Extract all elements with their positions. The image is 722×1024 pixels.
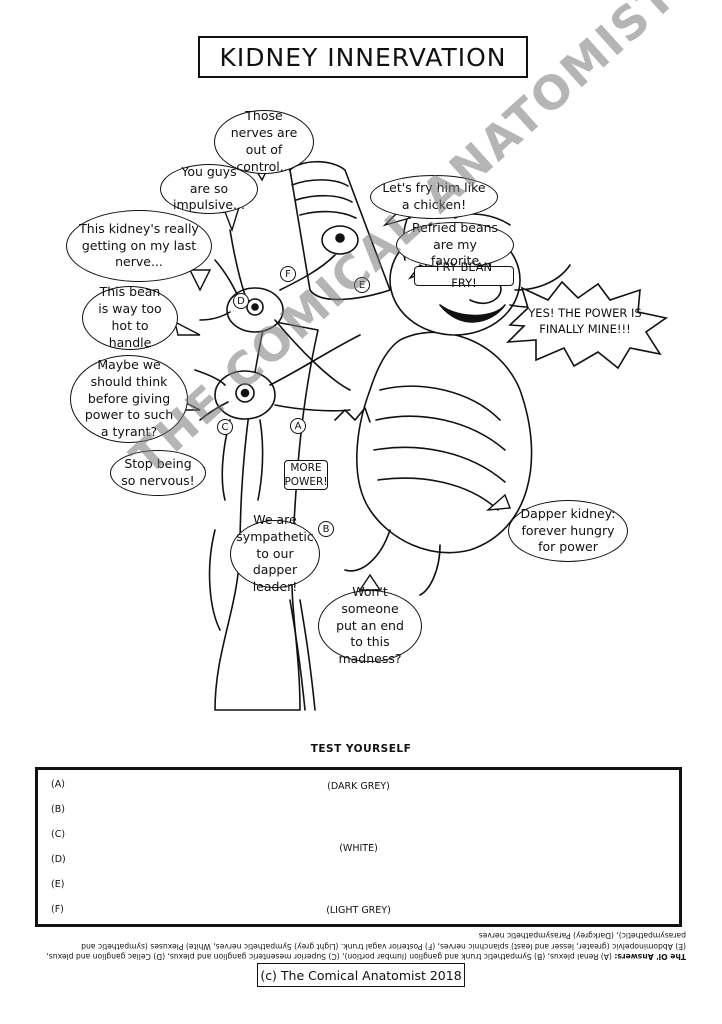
burst-power-mine xyxy=(505,280,668,370)
answers-lead: The Ol' Answers: xyxy=(614,951,686,961)
ureter xyxy=(289,599,306,711)
copyright: (c) The Comical Anatomist 2018 xyxy=(257,963,465,987)
bubble-sympathetic: We are sympathetic to our dapper leader! xyxy=(230,512,320,594)
bubble-fry-chicken: Let's fry him like a chicken! xyxy=(370,175,498,219)
row-label-c: (C) xyxy=(51,829,66,840)
bubble-dapper: Dapper kidney: forever hungry for power xyxy=(508,500,628,562)
bubble-nervous: Stop being so nervous! xyxy=(110,450,206,496)
hint-light-grey: (LIGHT GREY) xyxy=(326,905,391,916)
bubble-madness: Won't someone put an end to this madness… xyxy=(318,584,422,666)
row-label-e: (E) xyxy=(51,879,65,890)
bubble-out-of-control: Those nerves are out of control... xyxy=(214,108,314,174)
bubble-impulsive: You guys are so impulsive... xyxy=(160,164,258,214)
hint-dark-grey: (DARK GREY) xyxy=(327,781,390,792)
kidney-body xyxy=(356,331,533,554)
test-heading: TEST YOURSELF xyxy=(310,743,412,755)
bubble-fry-bean: FRY BEAN FRY! xyxy=(414,260,514,290)
bubble-power-mine: YES! THE POWER IS FINALLY MINE!!! xyxy=(528,306,642,336)
test-box: (A) (B) (C) (D) (E) (F) (DARK GREY) (WHI… xyxy=(35,767,682,927)
hint-white: (WHITE) xyxy=(339,843,378,854)
answers-text: The Ol' Answers: (A) Renal plexus, (B) S… xyxy=(36,930,686,961)
label-b: B xyxy=(318,521,334,537)
answers-body: (A) Renal plexus, (B) Sympathetic trunk … xyxy=(46,931,686,961)
label-e: E xyxy=(354,277,370,293)
label-f: F xyxy=(280,266,296,282)
bubble-tyrant: Maybe we should think before giving powe… xyxy=(70,355,188,443)
row-label-f: (F) xyxy=(51,904,64,915)
row-label-a: (A) xyxy=(51,779,65,790)
label-d: D xyxy=(233,293,249,309)
label-c: C xyxy=(217,419,233,435)
row-label-d: (D) xyxy=(51,854,66,865)
bubble-too-hot: This bean is way too hot to handle xyxy=(82,284,178,350)
row-label-b: (B) xyxy=(51,804,65,815)
page-title: KIDNEY INNERVATION xyxy=(198,36,528,78)
bubble-more-power: MORE POWER! xyxy=(284,460,328,490)
label-a: A xyxy=(290,418,306,434)
bubble-last-nerve: This kidney's really getting on my last … xyxy=(66,210,212,282)
